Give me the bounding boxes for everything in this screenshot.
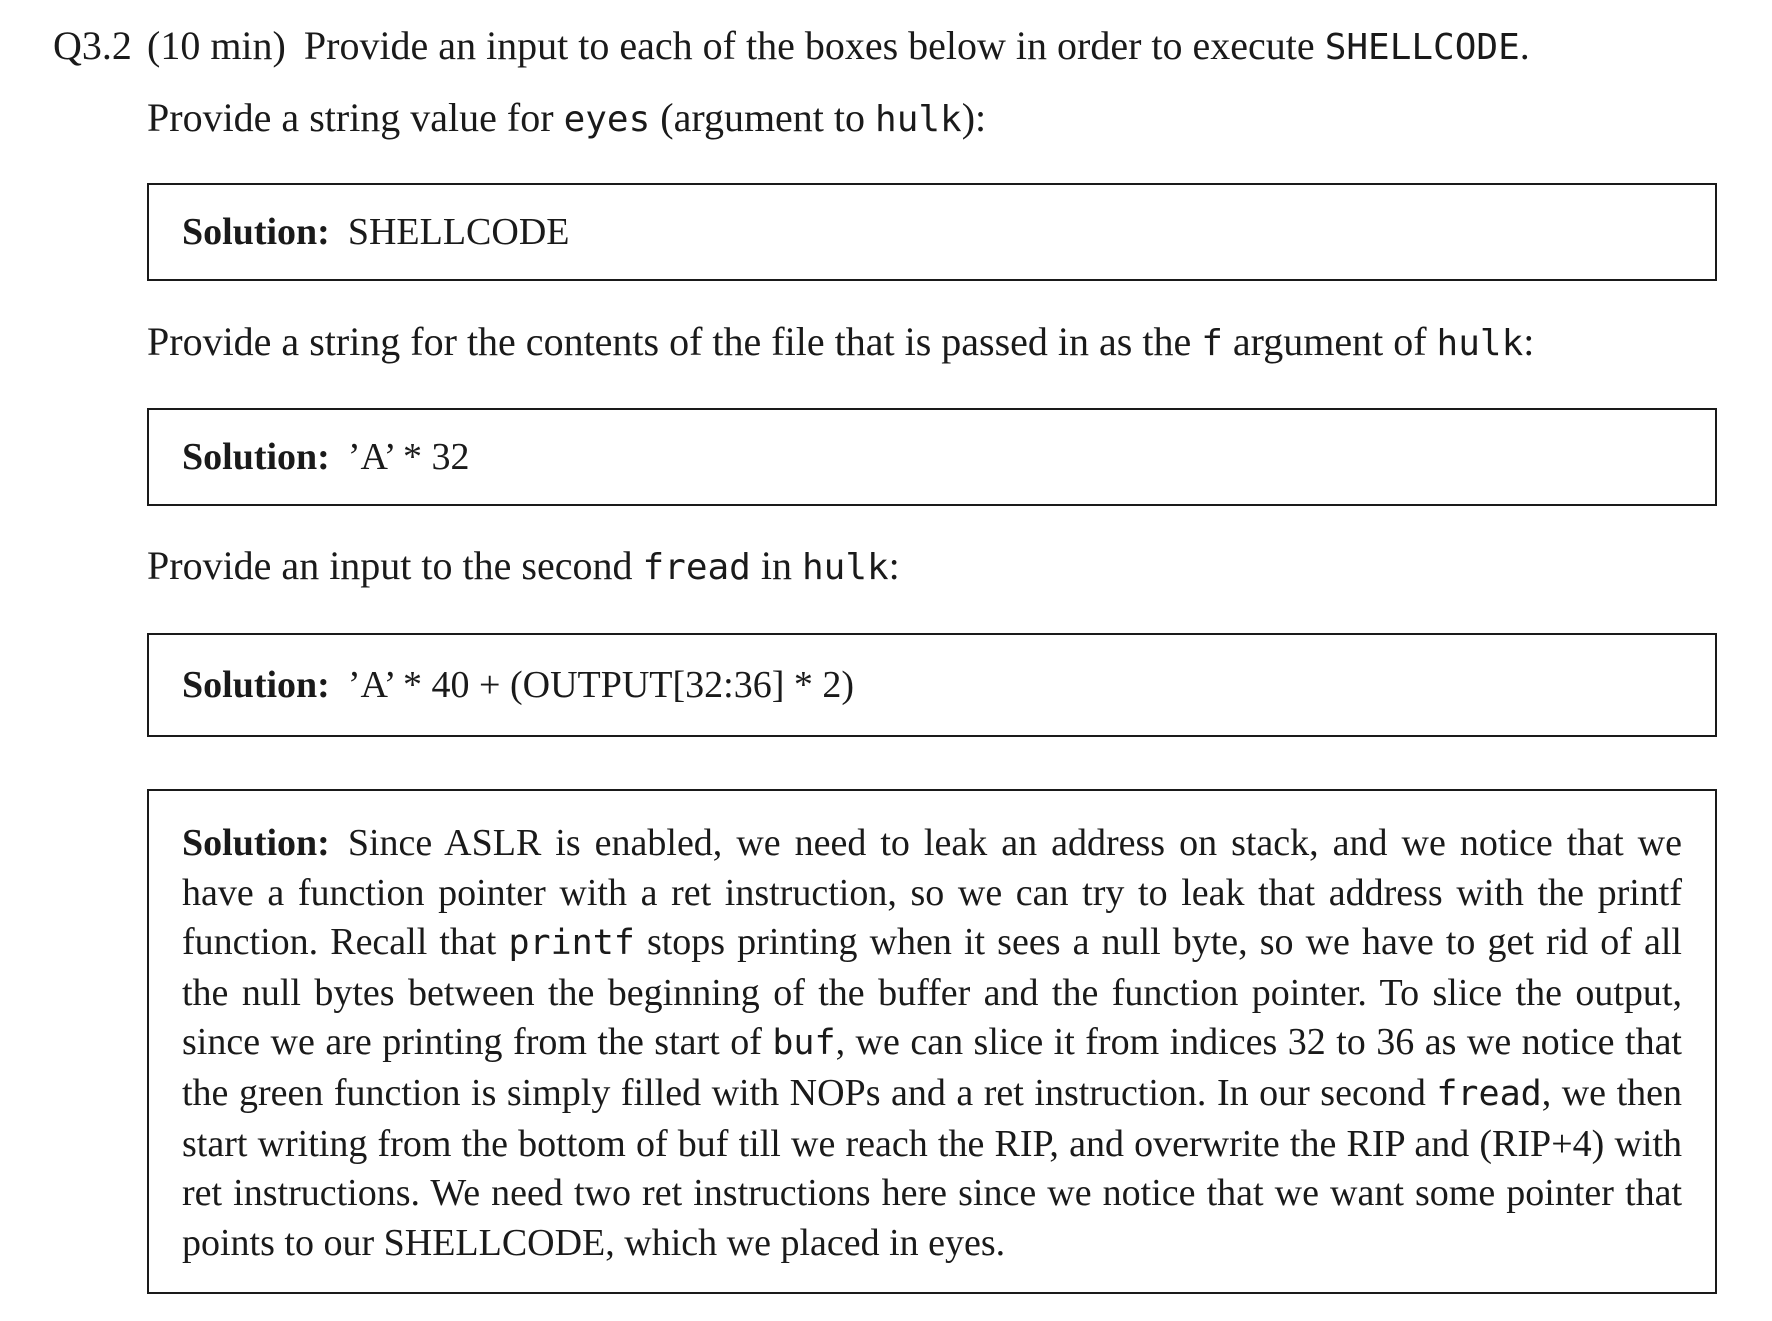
- prompt-text: in: [750, 543, 802, 588]
- question-number: Q3.2: [53, 23, 132, 68]
- solution-value: ’A’ * 32: [347, 436, 470, 478]
- question-code: SHELLCODE: [1324, 27, 1520, 68]
- solution-value: ’A’ * 40 + (OUTPUT[32:36] * 2): [347, 664, 855, 706]
- explanation-text: Since ASLR is enabled, we need to leak a…: [182, 822, 1682, 964]
- prompt-text: Provide an input to the second: [147, 543, 643, 588]
- code-fread: fread: [642, 547, 751, 588]
- explanation-text: , we then start writing from the bottom …: [182, 1071, 1682, 1264]
- code-f: f: [1201, 323, 1223, 364]
- question-text: Provide an input to each of the boxes be…: [303, 23, 1325, 68]
- prompt-text: :: [888, 543, 900, 588]
- prompt-text: Provide a string value for: [147, 95, 564, 140]
- explanation-text: , we can slice it from indices 32 to 36 …: [182, 1021, 1682, 1114]
- solution-box-eyes: Solution: SHELLCODE: [147, 183, 1717, 281]
- prompt-second-fread: Provide an input to the second fread in …: [147, 538, 900, 596]
- code-hulk: hulk: [801, 547, 889, 588]
- prompt-text: (argument to: [650, 95, 876, 140]
- code-hulk: hulk: [875, 99, 962, 140]
- prompt-eyes: Provide a string value for eyes (argumen…: [147, 90, 986, 148]
- code-hulk: hulk: [1436, 323, 1524, 364]
- code-eyes: eyes: [563, 99, 651, 140]
- solution-value: SHELLCODE: [347, 211, 570, 253]
- prompt-text: ):: [961, 95, 987, 140]
- solution-label: Solution:: [182, 211, 330, 253]
- solution-box-fread: Solution: ’A’ * 40 + (OUTPUT[32:36] * 2): [147, 633, 1717, 737]
- solution-label: Solution:: [182, 822, 330, 864]
- solution-label: Solution:: [182, 436, 330, 478]
- code-buf: buf: [772, 1023, 836, 1064]
- prompt-file-contents: Provide a string for the contents of the…: [147, 314, 1534, 372]
- prompt-text: argument of: [1222, 319, 1437, 364]
- code-printf: printf: [508, 923, 635, 964]
- question-header: Q3.2 (10 min) Provide an input to each of …: [53, 18, 1530, 76]
- explanation-text: stops printing when it sees a null byte,…: [182, 921, 1682, 1064]
- solution-label: Solution:: [182, 664, 330, 706]
- solution-box-file: Solution: ’A’ * 32: [147, 408, 1717, 506]
- question-time: (10 min): [147, 23, 286, 68]
- solution-explanation-box: Solution:Since ASLR is enabled, we need …: [147, 789, 1717, 1294]
- prompt-text: :: [1523, 319, 1535, 364]
- prompt-text: Provide a string for the contents of the…: [147, 319, 1202, 364]
- question-text-end: .: [1519, 23, 1530, 68]
- code-fread: fread: [1436, 1073, 1542, 1114]
